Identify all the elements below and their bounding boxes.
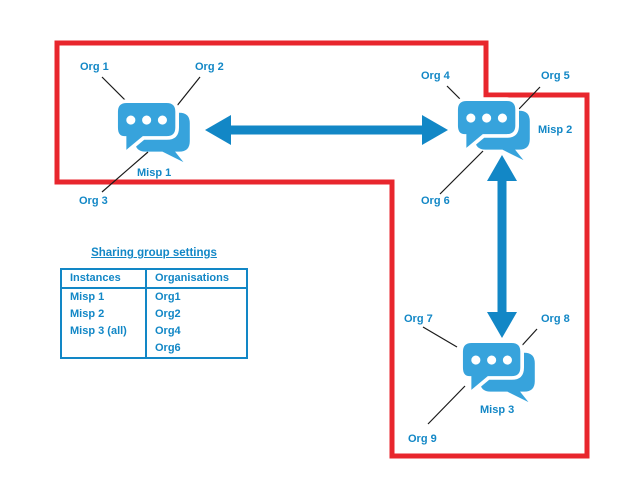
connector-org4: [446, 85, 463, 102]
cell-instance: Misp 2: [61, 306, 147, 323]
org9-label: Org 9: [408, 433, 437, 445]
sharing-group-table: Instances Organisations Misp 1 Org1 Misp…: [60, 268, 248, 359]
misp2-icon: [454, 97, 534, 162]
org2-label: Org 2: [195, 61, 224, 73]
org4-label: Org 4: [421, 70, 450, 82]
org8-label: Org 8: [541, 313, 570, 325]
column-header-organisations: Organisations: [146, 269, 247, 289]
cell-organisation: Org4: [155, 325, 181, 337]
org3-label: Org 3: [79, 195, 108, 207]
cell-instance: Misp 1: [61, 288, 147, 306]
column-header-instances: Instances: [61, 269, 147, 289]
table-row: Misp 2 Org2: [61, 306, 247, 323]
org5-label: Org 5: [541, 70, 570, 82]
sharing-group-title: Sharing group settings: [91, 247, 217, 259]
cell-organisation: Org6: [155, 342, 181, 354]
sharing-group-panel: Sharing group settings Instances Organis…: [60, 247, 248, 359]
misp1-icon: [114, 99, 194, 164]
connector-org5: [518, 86, 541, 110]
table-header-row: Instances Organisations: [61, 269, 247, 289]
sharing-group-boundary: [54, 40, 590, 459]
sync-arrow-misp1-misp2: [205, 115, 448, 145]
connector-org1: [101, 76, 129, 104]
misp1-label: Misp 1: [137, 167, 172, 179]
cell-instance: Misp 3 (all): [61, 323, 147, 340]
connector-org3: [101, 151, 149, 193]
sync-arrow-misp2-misp3: [487, 155, 517, 338]
misp2-label: Misp 2: [538, 124, 573, 136]
connector-org9: [427, 385, 466, 425]
connector-org7: [422, 326, 458, 348]
org1-label: Org 1: [80, 61, 109, 73]
connector-org6: [439, 150, 484, 195]
misp3-label: Misp 3: [480, 404, 515, 416]
org7-label: Org 7: [404, 313, 433, 325]
cell-instance: [61, 340, 147, 358]
misp3-icon: [459, 339, 539, 404]
cell-organisation: Org1: [155, 291, 181, 303]
table-row: Org6: [61, 340, 247, 358]
cell-organisation: Org2: [155, 308, 181, 320]
connector-org2: [175, 76, 201, 108]
table-row: Misp 1 Org1: [61, 288, 247, 306]
table-row: Misp 3 (all) Org4: [61, 323, 247, 340]
org6-label: Org 6: [421, 195, 450, 207]
